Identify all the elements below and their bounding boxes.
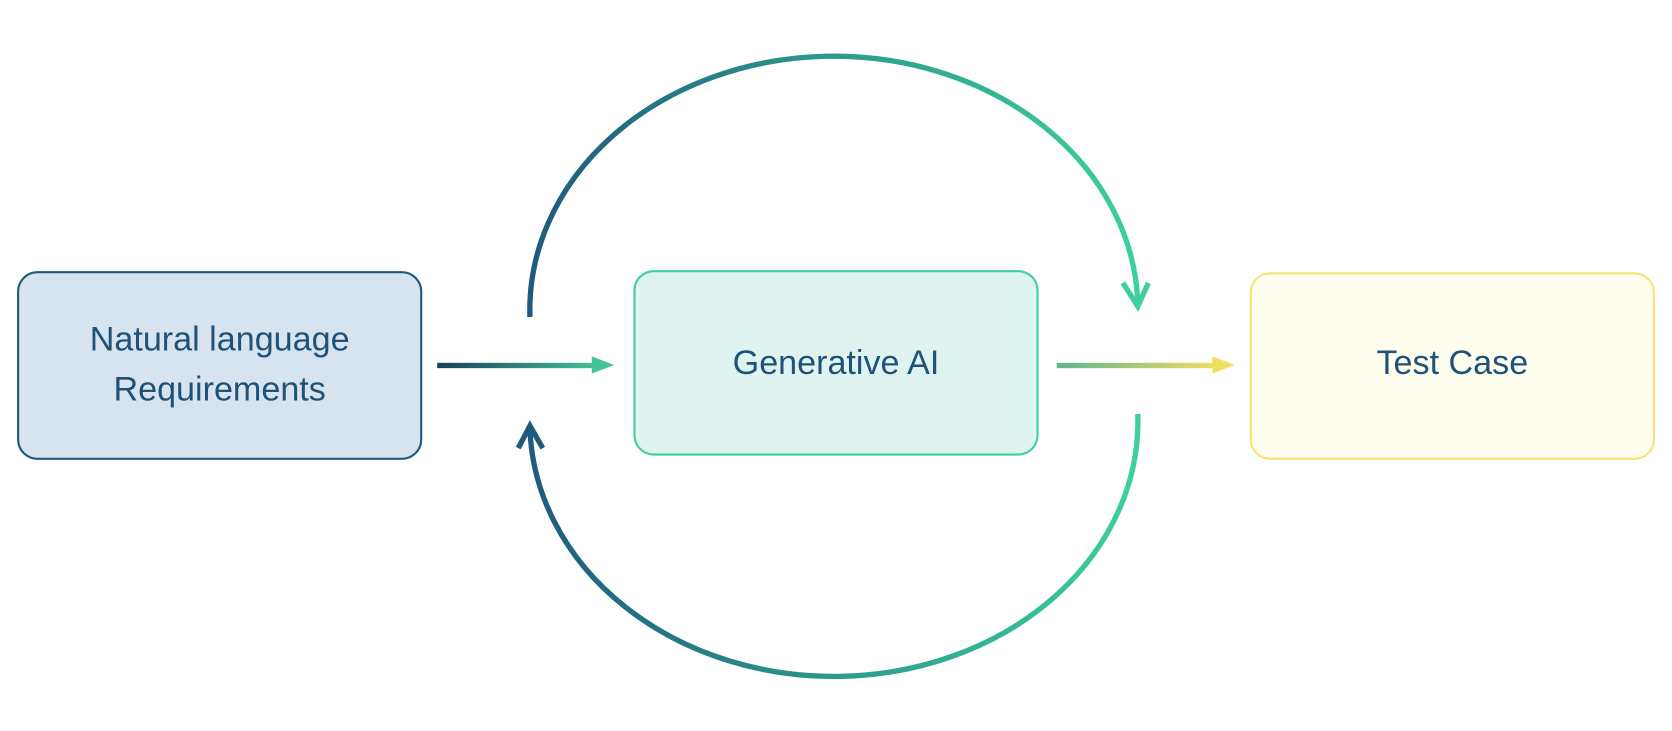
test-case-node: Test Case: [1249, 272, 1655, 460]
requirements-label-line2: Requirements: [113, 371, 325, 409]
arrowhead-up-icon: [515, 420, 546, 450]
arrowhead-down-icon: [1120, 281, 1151, 312]
requirements-label-line1: Natural language: [90, 321, 350, 359]
feedback-arc-bottom: [515, 413, 1141, 680]
arrow-requirements-to-ai: [437, 356, 615, 374]
test-case-label: Test Case: [1377, 344, 1529, 382]
generative-ai-node: Generative AI: [633, 270, 1039, 456]
feedback-arc-top: [527, 53, 1151, 318]
generative-ai-label: Generative AI: [733, 344, 940, 382]
requirements-node: Natural language Requirements: [17, 271, 423, 460]
arrow-ai-to-test-case: [1056, 356, 1235, 374]
